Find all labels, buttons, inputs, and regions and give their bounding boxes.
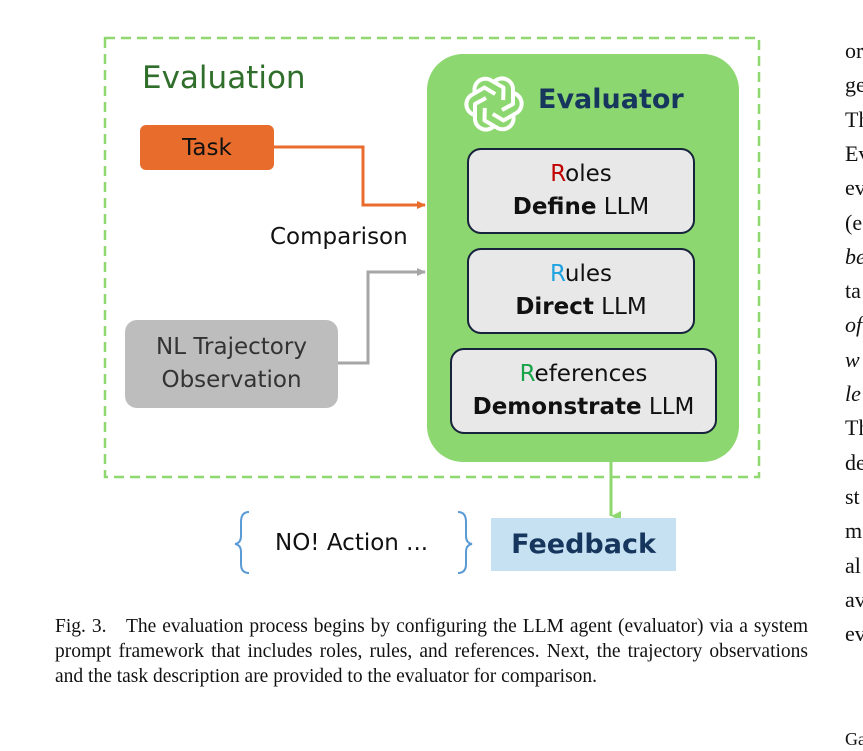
references-heading: References [520, 358, 648, 391]
openai-logo-icon [464, 76, 524, 132]
roles-verb: Define [512, 194, 597, 220]
references-subtitle: Demonstrate LLM [473, 391, 695, 424]
right-column-line: de [845, 449, 863, 475]
rules-rest: ules [564, 261, 613, 287]
rules-suffix: LLM [593, 294, 647, 320]
feedback-box: Feedback [491, 518, 676, 571]
right-column-line: (e [845, 209, 863, 235]
right-column-line: ge [845, 72, 863, 98]
no-action-text: NO! Action ... [275, 530, 429, 556]
right-column-line: ev [845, 621, 863, 647]
right-column-line: st [845, 483, 860, 509]
references-initial: R [519, 361, 535, 387]
right-column-line: Ev [845, 140, 863, 166]
trajectory-arrow [338, 268, 426, 365]
rules-card: Rules Direct LLM [467, 248, 695, 334]
evaluation-title: Evaluation [142, 60, 306, 96]
trajectory-line-1: NL Trajectory [156, 334, 307, 360]
evaluator-title: Evaluator [538, 84, 684, 115]
rules-initial: R [549, 261, 565, 287]
right-column-line: Th [845, 415, 863, 441]
right-column-line: m [845, 518, 863, 544]
right-column-line: ev [845, 175, 863, 201]
figure-caption: Fig. 3. The evaluation process begins by… [55, 616, 808, 687]
trajectory-box: NL Trajectory Observation [125, 320, 338, 408]
roles-subtitle: Define LLM [513, 191, 650, 224]
comparison-label: Comparison [270, 224, 408, 250]
references-verb: Demonstrate [472, 394, 642, 420]
roles-initial: R [550, 161, 566, 187]
rules-subtitle: Direct LLM [515, 291, 646, 324]
task-label: Task [182, 134, 232, 161]
right-column-line: Th [845, 106, 863, 132]
references-card: References Demonstrate LLM [450, 348, 717, 434]
rules-heading: Rules [550, 258, 612, 291]
right-column-line: or [845, 38, 863, 63]
references-suffix: LLM [641, 394, 695, 420]
right-column-line: le [845, 381, 861, 406]
right-column-line: of [845, 312, 863, 338]
feedback-label: Feedback [511, 529, 656, 560]
right-column-line: ta [845, 278, 861, 304]
right-column-line: av [845, 586, 863, 612]
roles-card: Roles Define LLM [467, 148, 695, 234]
left-brace [234, 511, 250, 574]
right-column-line: al [845, 552, 861, 578]
roles-heading: Roles [550, 158, 612, 191]
trajectory-line-2: Observation [161, 367, 302, 393]
right-column-line: be [845, 243, 863, 269]
right-column-line: w [845, 346, 860, 372]
right-brace [457, 511, 473, 574]
right-column-bottom: Ga [845, 729, 863, 749]
rules-verb: Direct [515, 294, 594, 320]
evaluation-dashed-border [103, 36, 761, 479]
roles-suffix: LLM [596, 194, 650, 220]
task-arrow [274, 145, 426, 209]
references-rest: eferences [534, 361, 648, 387]
task-box: Task [140, 125, 274, 170]
roles-rest: oles [565, 161, 612, 187]
